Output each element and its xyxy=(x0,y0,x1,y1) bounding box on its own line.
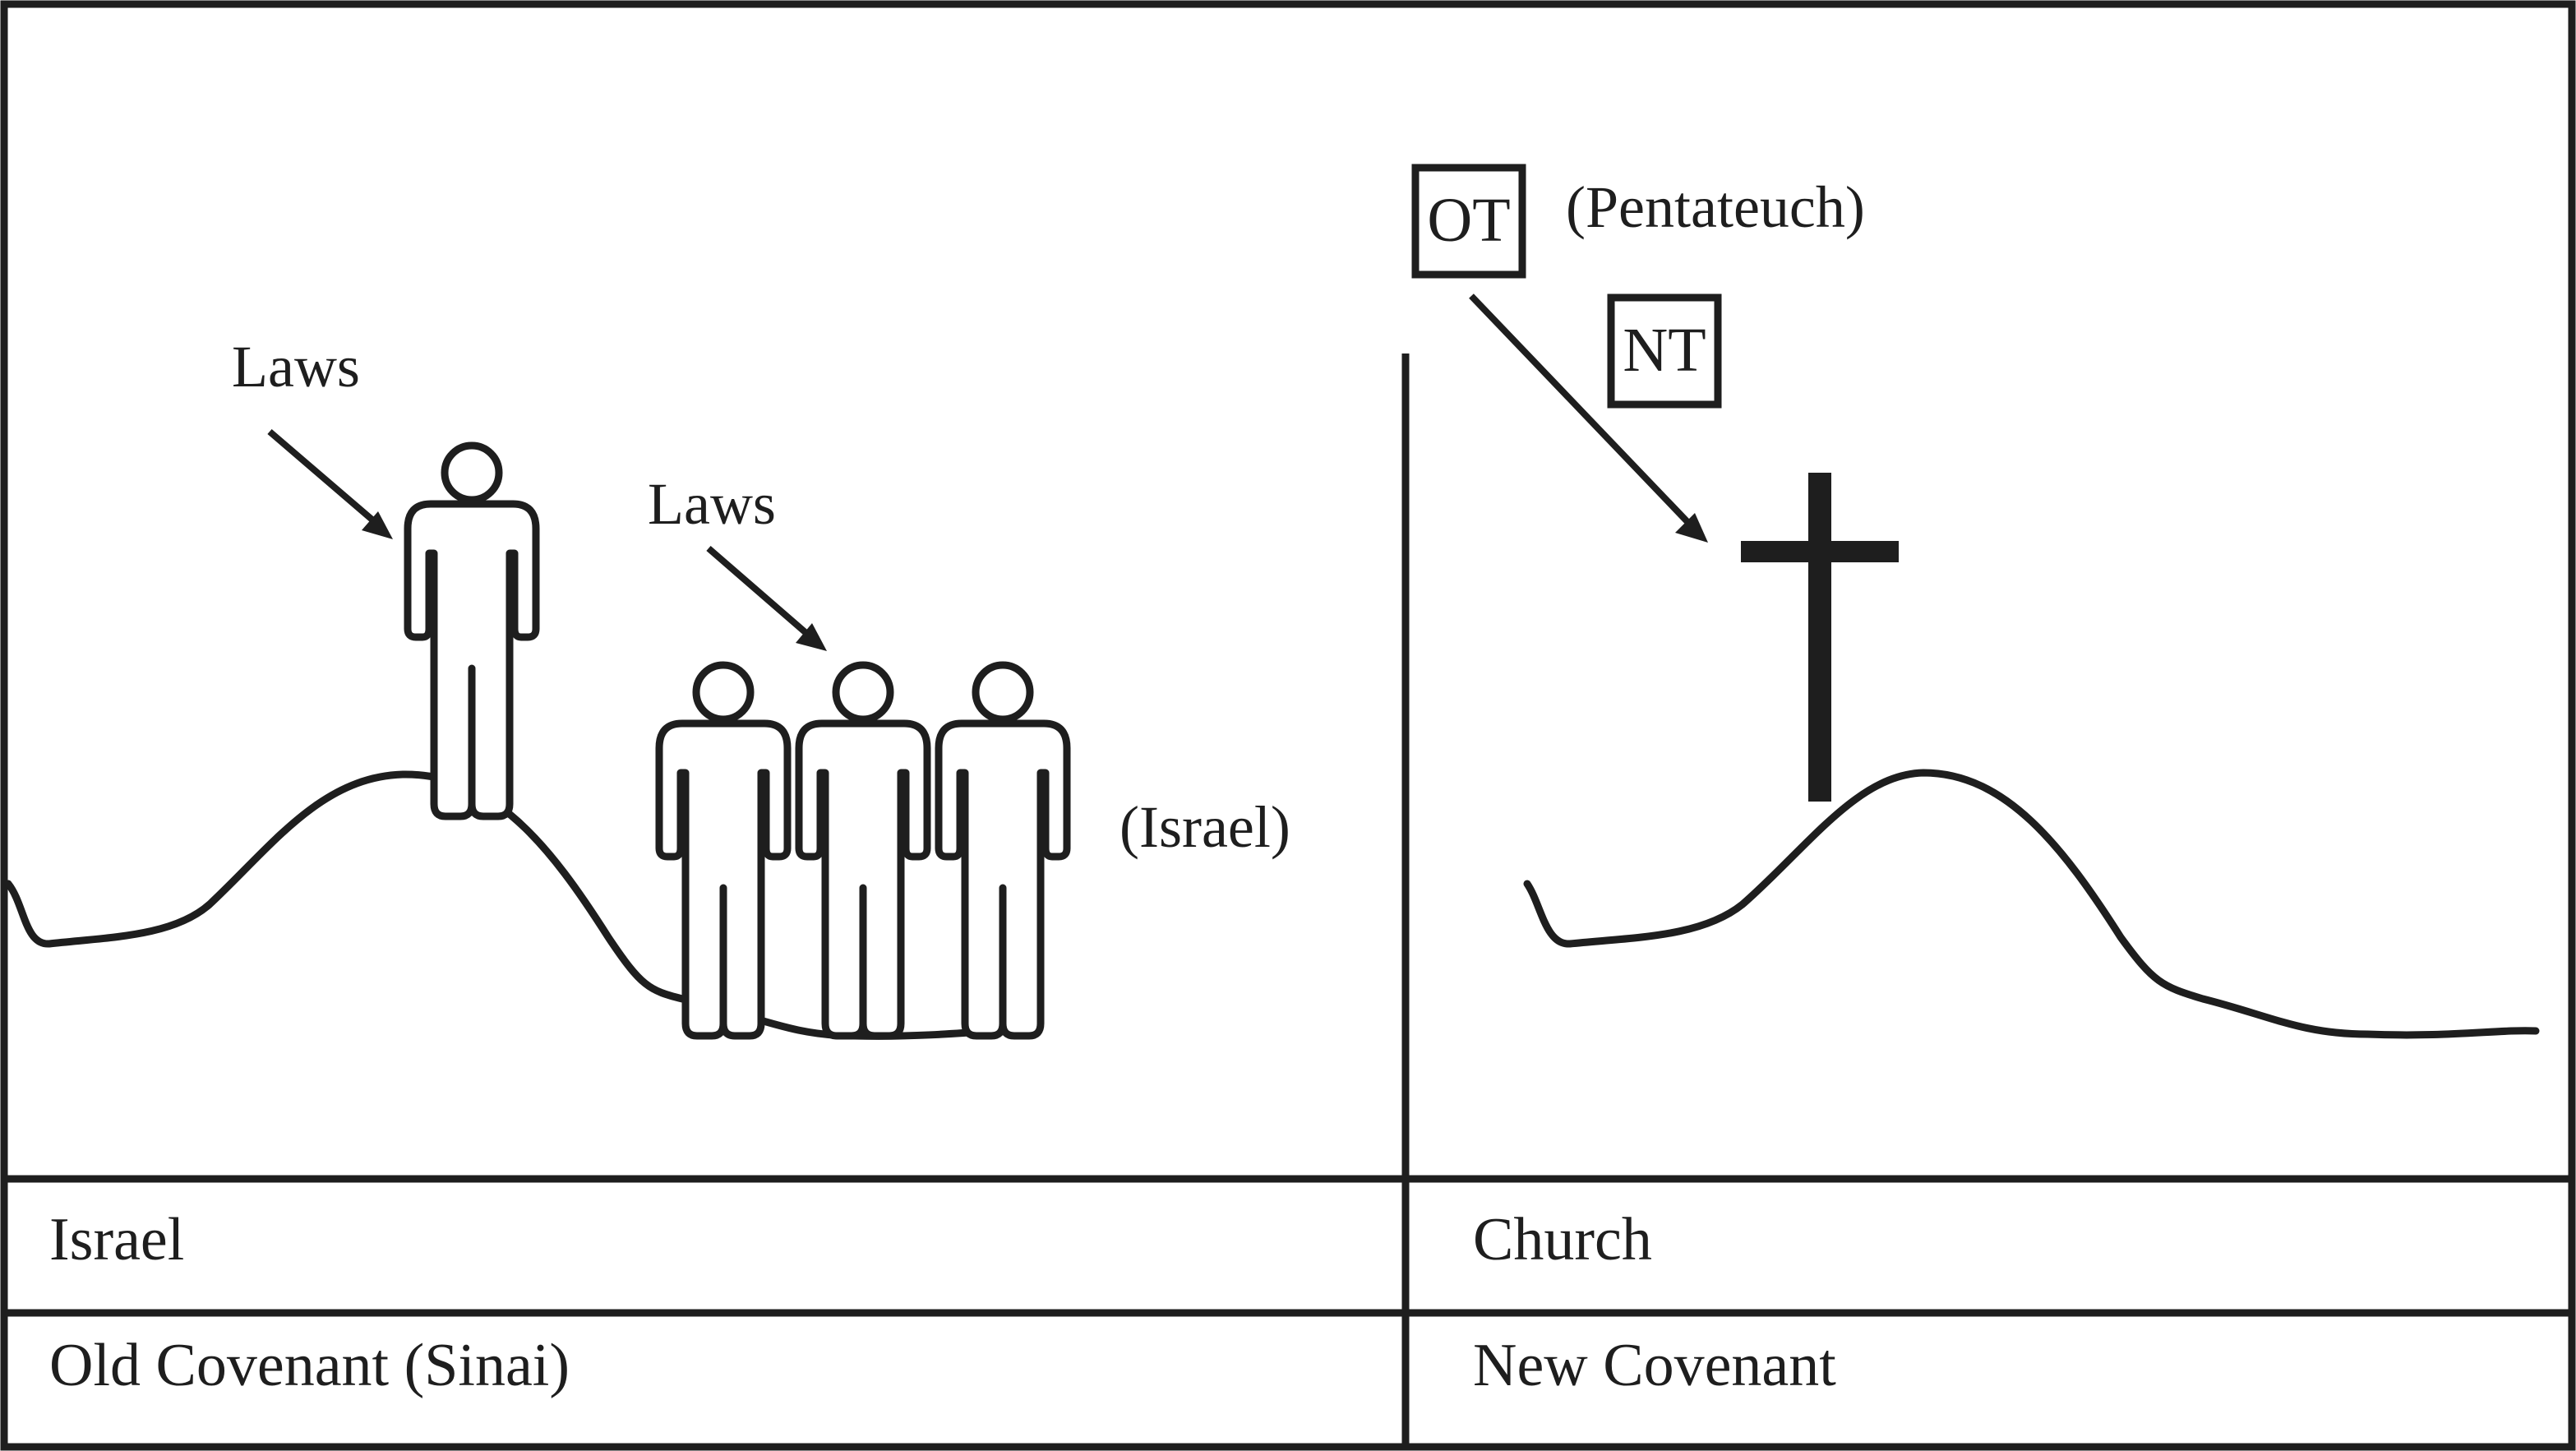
table-left-row-1: Israel xyxy=(49,1206,184,1273)
pentateuch-label: (Pentateuch) xyxy=(1566,174,1865,240)
laws-arrowhead-1 xyxy=(362,511,393,539)
laws-arrow-1 xyxy=(267,428,382,529)
nt-box-label: NT xyxy=(1623,316,1706,385)
table-right-row-1: Church xyxy=(1473,1206,1652,1273)
cross-horizontal-beam xyxy=(1741,541,1899,562)
laws-label-1: Laws xyxy=(232,334,360,400)
laws-arrow-2 xyxy=(706,545,816,643)
israel-person-1 xyxy=(659,665,787,1036)
ot-box-label: OT xyxy=(1427,186,1510,255)
israel-person-3 xyxy=(939,665,1067,1036)
laws-label-2: Laws xyxy=(648,471,776,537)
table-right-row-2: New Covenant xyxy=(1473,1332,1836,1399)
ot-box xyxy=(1411,164,1526,279)
israel-person-2 xyxy=(799,665,927,1036)
ot-arrowhead xyxy=(1675,513,1708,543)
ot-arrow xyxy=(1469,293,1694,529)
moses-figure xyxy=(408,446,536,816)
cross-vertical-beam xyxy=(1808,473,1831,802)
calvary-hill xyxy=(1523,769,2540,1039)
laws-arrowhead-2 xyxy=(796,623,827,651)
nt-box xyxy=(1607,293,1722,409)
table-left-row-2: Old Covenant (Sinai) xyxy=(49,1332,570,1399)
israel-paren-label: (Israel) xyxy=(1119,794,1290,860)
